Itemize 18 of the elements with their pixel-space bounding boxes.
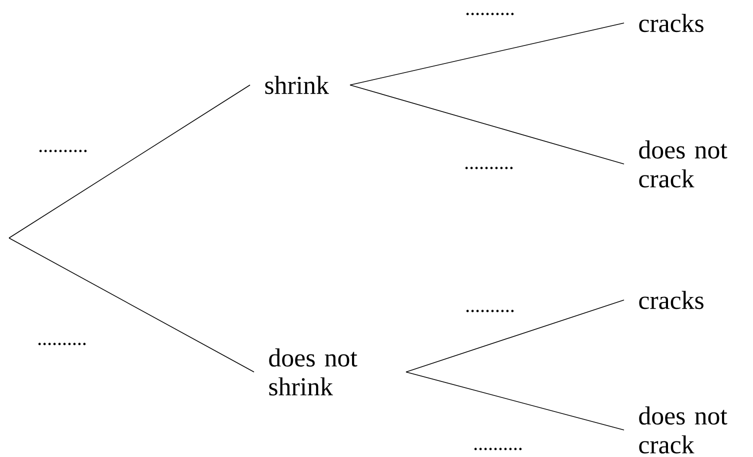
edge-label: .......... [464,12,516,16]
edge-label: .......... [463,166,515,170]
branch-label: cracks [639,290,704,310]
branch-label: does not crack [639,140,728,188]
edge-label: .......... [36,342,88,346]
edge-label: .......... [472,446,524,452]
branch-line [406,300,624,372]
branch-label: does not shrink [269,348,358,396]
branch-line [350,22,624,86]
branch-line [8,238,254,372]
branch-label: does not crack [639,406,728,454]
branch-label: cracks [639,14,704,32]
branch-line [406,372,624,430]
branch-label: shrink [265,76,329,94]
branch-line [8,84,250,238]
edge-label: .......... [464,308,516,314]
edge-label: .......... [37,148,89,154]
branch-line [350,84,624,164]
